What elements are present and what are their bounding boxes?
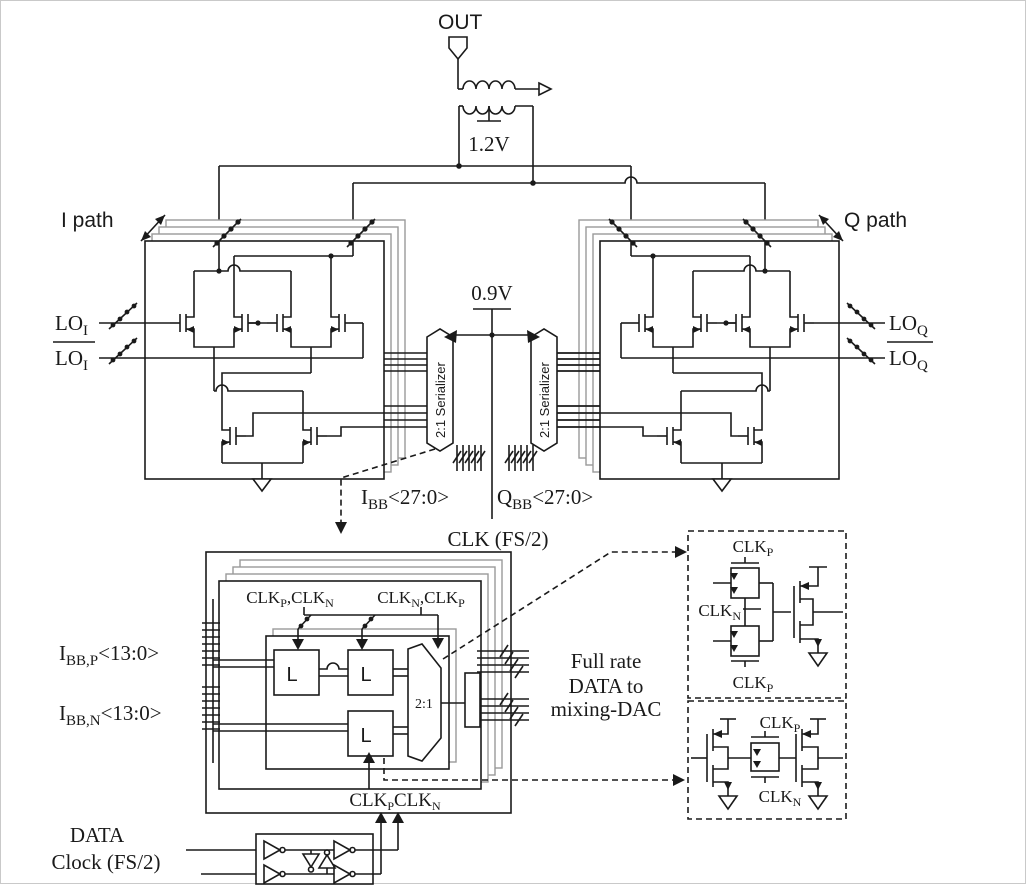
qbb-bus-label: QBB<27:0> — [497, 485, 593, 513]
serializer-detail-block: L L L 2:1 — [202, 551, 529, 874]
inverter-icons — [263, 839, 398, 885]
latch-3-label: L — [360, 725, 371, 747]
i-path-label: I path — [61, 209, 114, 232]
latch-2 — [347, 649, 394, 696]
q-path-mixer-block — [557, 215, 885, 491]
lo-q-bar-label: LOQ — [889, 346, 928, 374]
lo-q-label: LOQ — [889, 311, 928, 339]
clock-buffer — [186, 833, 398, 885]
ibbp-bus-label: IBB,P<13:0> — [59, 641, 159, 669]
clock-input-label: Clock (FS/2) — [51, 850, 160, 874]
serializer-left-label: 2:1 Serializer — [433, 361, 448, 438]
clkn-clkp-top-label: CLKN,CLKP — [377, 588, 465, 610]
ibbn-bus-label: IBB,N<13:0> — [59, 701, 162, 729]
output-driver — [464, 672, 481, 728]
inset1-clkp-top-label: CLKP — [733, 537, 774, 559]
inset2-clkn-label: CLKN — [759, 787, 802, 809]
expand-arrow-latch-inset — [383, 758, 685, 786]
serializer-right-label: 2:1 Serializer — [537, 361, 552, 438]
lo-i-bar-label: LOI — [55, 346, 88, 374]
out-label: OUT — [438, 11, 483, 34]
full-rate-bus — [477, 644, 529, 727]
mux-2to1 — [407, 643, 442, 762]
inset2-clkp-label: CLKP — [760, 713, 801, 735]
inset-latch-cell: CLKP CLKN — [687, 700, 847, 820]
ibb-bus-label: IBB<27:0> — [361, 485, 449, 513]
serializer-supply-clock — [444, 308, 540, 519]
i-path-mixer-block — [99, 215, 427, 491]
latch-3 — [347, 710, 394, 757]
clkp-clkn-bottom-label: CLKPCLKN — [349, 790, 441, 813]
serializer-right: 2:1 Serializer — [530, 328, 600, 452]
q-path-label: Q path — [844, 209, 907, 232]
supply-0v9-label: 0.9V — [471, 281, 512, 305]
latch-2-label: L — [360, 664, 371, 686]
latch-1-label: L — [286, 664, 297, 686]
inset1-clkp-bottom-label: CLKP — [733, 673, 774, 695]
lo-i-label: LOI — [55, 311, 88, 339]
latch-1 — [273, 649, 320, 696]
balun-primary-coil — [462, 80, 516, 90]
mux-label: 2:1 — [415, 697, 433, 712]
clkp-clkn-top-label: CLKP,CLKN — [246, 588, 334, 610]
expand-arrow-serializer — [335, 448, 436, 534]
clk-fs2-label: CLK (FS/2) — [448, 527, 549, 551]
data-input-label: DATA — [70, 823, 125, 847]
output-arrow — [538, 81, 553, 97]
output-pad — [448, 36, 468, 61]
clock-distribution — [292, 607, 444, 789]
full-rate-note-line1: Full rate — [571, 649, 642, 673]
output-network — [448, 36, 553, 186]
full-rate-note-line2: DATA to — [569, 674, 644, 698]
serializer-left: 2:1 Serializer — [426, 328, 454, 452]
inset1-clkn-label: CLKN — [698, 601, 741, 623]
inset-clocked-driver: CLKP CLKN CLKP — [687, 530, 847, 699]
full-rate-note-line3: mixing-DAC — [551, 697, 662, 721]
supply-1v2-label: 1.2V — [468, 132, 509, 156]
expand-arrow-mux-inset — [442, 546, 687, 660]
input-bus — [202, 599, 348, 763]
serializer-input-buses — [452, 445, 538, 471]
clock-risers — [375, 812, 404, 874]
